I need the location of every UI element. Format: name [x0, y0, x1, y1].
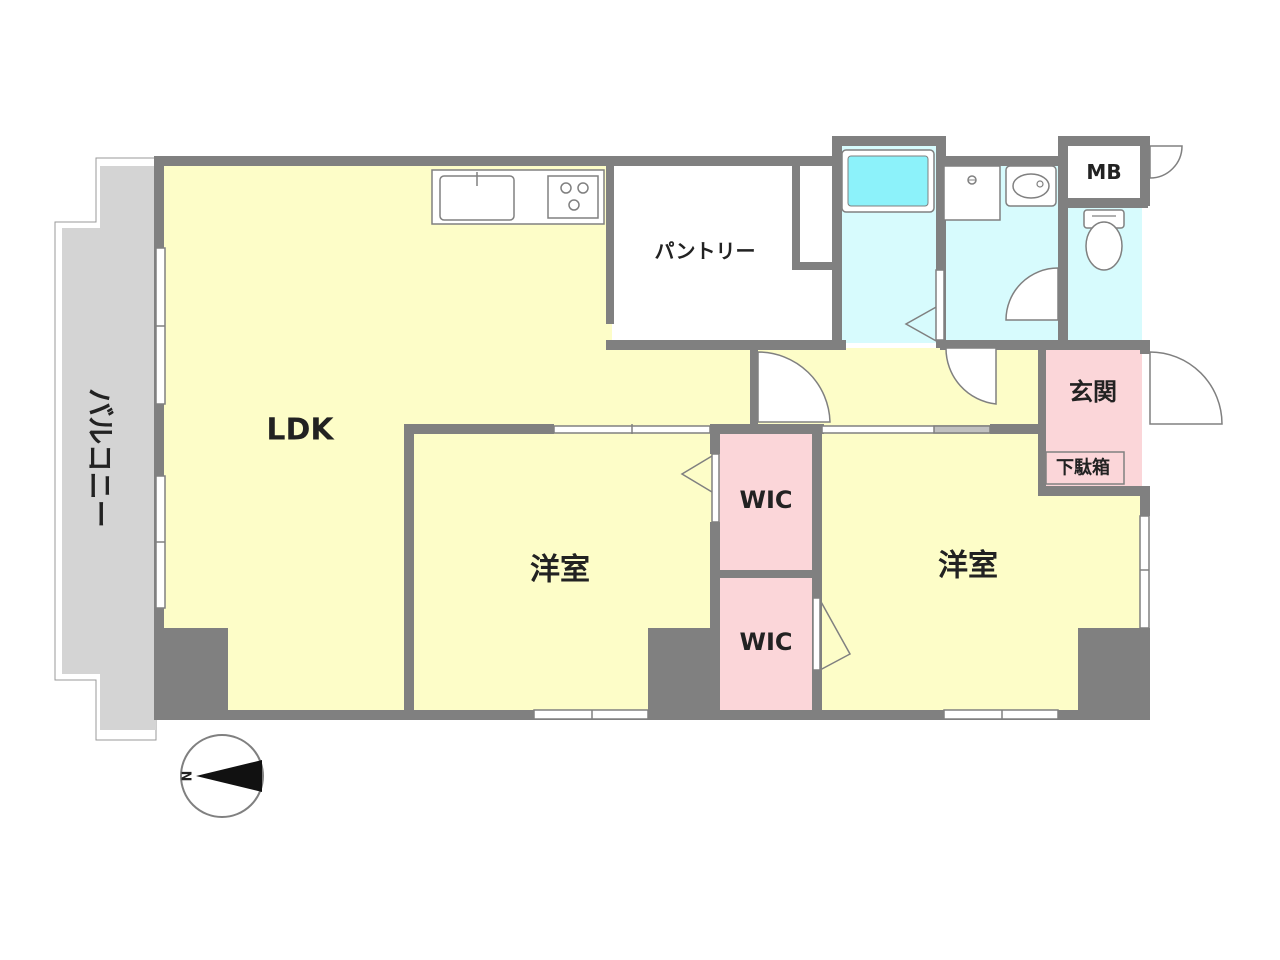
western-room-right-floor	[822, 432, 1144, 714]
compass-north-letter: N	[181, 771, 196, 782]
sliding-doors[interactable]	[553, 424, 991, 434]
toilet-bowl	[1085, 221, 1123, 271]
north-compass: N	[180, 734, 264, 818]
kitchen-stove	[547, 175, 599, 219]
wall-top	[154, 156, 840, 166]
fixtures	[431, 146, 1140, 271]
ldk-label: LDK	[266, 413, 335, 448]
windows	[155, 247, 1150, 720]
door-ldk[interactable]	[757, 351, 831, 423]
compass-arrow	[196, 760, 262, 792]
wic-upper-label: WIC	[739, 486, 792, 514]
door-wic-lower[interactable]	[819, 599, 852, 671]
window-room-left	[533, 709, 649, 720]
meter-box	[1068, 146, 1140, 198]
window-room-right-side	[1139, 515, 1150, 629]
balcony-label: バルコニー	[84, 388, 117, 527]
walls	[154, 136, 1150, 720]
room-labels: バルコニー LDK パントリー MB 玄関 下駄箱 WIC WIC 洋室 洋室	[84, 160, 1125, 656]
meter-box-label: MB	[1086, 160, 1121, 184]
hinged-doors[interactable]	[680, 145, 1223, 671]
western-room-left-label: 洋室	[530, 553, 590, 588]
wall-left	[154, 156, 164, 720]
shoe-cabinet	[1045, 451, 1125, 485]
window-room-right	[943, 709, 1059, 720]
door-mb[interactable]	[1149, 145, 1183, 179]
wic-lower-floor	[718, 578, 812, 714]
wall-bottom	[154, 710, 1150, 720]
pillar-ldk	[164, 628, 228, 710]
entrance-label: 玄関	[1069, 378, 1117, 406]
wic-lower-label: WIC	[739, 628, 792, 656]
washing-machine-space	[943, 165, 1001, 221]
western-room-right-label: 洋室	[938, 549, 998, 584]
door-bath[interactable]	[904, 305, 939, 343]
door-wic-upper[interactable]	[680, 455, 713, 493]
wic-upper-floor	[718, 432, 812, 570]
door-entrance[interactable]	[1149, 351, 1223, 425]
door-toilet[interactable]	[1005, 267, 1059, 321]
pillar-room-right	[1078, 628, 1140, 710]
balcony	[54, 157, 157, 741]
shoe-cabinet-label: 下駄箱	[1056, 457, 1110, 479]
pantry-label: パントリー	[655, 239, 756, 263]
ldk-floor	[162, 164, 1040, 714]
door-washroom[interactable]	[945, 347, 997, 405]
pillar-room-left	[648, 628, 712, 710]
